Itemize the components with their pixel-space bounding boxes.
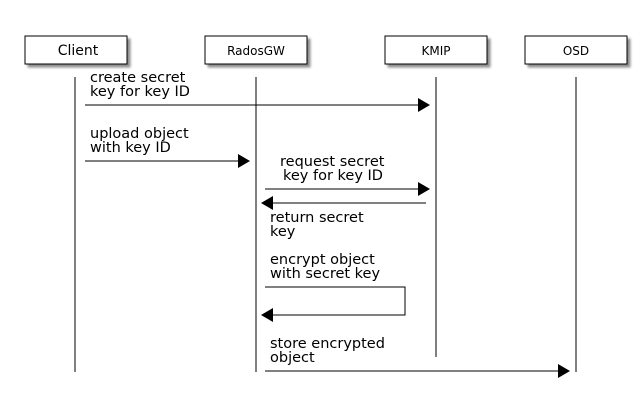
message-3-line-1: request secret (280, 154, 385, 170)
message-request-secret-key: request secret key for key ID (265, 154, 430, 196)
participant-kmip-label: KMIP (422, 44, 451, 58)
message-6-arrowhead (558, 364, 570, 378)
message-upload-object: upload object with key ID (85, 126, 250, 168)
participant-client-label: Client (58, 43, 99, 59)
participant-kmip: KMIP (384, 35, 488, 65)
message-6-line-2: object (270, 350, 315, 366)
participant-client: Client (24, 35, 128, 65)
message-4-line-1: return secret (270, 210, 364, 226)
message-6-line-1: store encrypted (270, 336, 385, 352)
message-2-line-2: with key ID (90, 140, 171, 156)
message-5-arrow-line (265, 286, 406, 316)
message-1-line-1: create secret (90, 70, 186, 86)
message-store-encrypted-object: store encrypted object (265, 336, 570, 378)
message-5-line-1: encrypt object (270, 252, 375, 268)
message-1-line-2: key for key ID (90, 84, 190, 100)
message-create-secret-key: create secret key for key ID (85, 70, 430, 112)
message-4-line-2: key (270, 224, 296, 240)
message-3-arrowhead (418, 182, 430, 196)
message-2-arrowhead (238, 154, 250, 168)
message-3-line-2: key for key ID (283, 168, 383, 184)
message-5-arrowhead (261, 308, 273, 322)
message-2-line-1: upload object (90, 126, 189, 142)
participant-radosgw: RadosGW (204, 35, 308, 65)
message-return-secret-key: return secret key (261, 196, 426, 240)
participant-osd-label: OSD (563, 44, 589, 58)
message-5-line-2: with secret key (270, 266, 380, 282)
participant-osd: OSD (524, 35, 628, 65)
participant-radosgw-label: RadosGW (227, 44, 285, 58)
message-1-arrowhead (418, 98, 430, 112)
message-encrypt-object: encrypt object with secret key (261, 252, 406, 322)
message-4-arrowhead (261, 196, 273, 210)
